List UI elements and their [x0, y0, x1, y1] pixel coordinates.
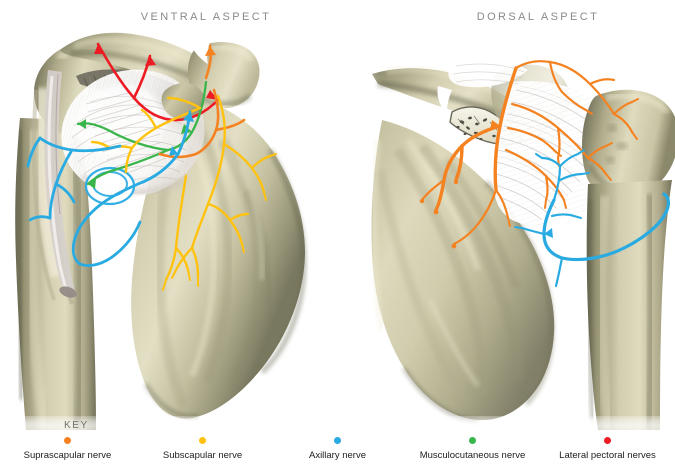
ventral-biceps-tendon	[44, 70, 77, 298]
ventral-acromioclavicular-gap	[186, 32, 212, 64]
dorsal-axillary-nerve	[542, 192, 671, 262]
subscapular-nerve-color-dot	[199, 437, 206, 444]
dorsal-panel-title: DORSAL ASPECT	[476, 11, 600, 23]
legend-item-suprascapular-nerve[interactable]: Suprascapular nerve	[0, 437, 135, 473]
subscapular-nerve-label: Subscapular nerve	[162, 450, 243, 461]
key-label: KEY	[64, 420, 89, 431]
dorsal-axillary-arrowheads	[544, 228, 553, 238]
ventral-suprascapular-arrow	[205, 46, 216, 56]
dorsal-axillary-nerve-tips	[514, 149, 590, 229]
suprascapular-nerve-label: Suprascapular nerve	[23, 450, 112, 461]
ventral-subscapular-nerve	[90, 94, 272, 282]
dorsal-panel	[338, 0, 675, 430]
dorsal-suprascapular-arrowheads	[490, 120, 500, 130]
ventral-axillary-arrow	[169, 112, 194, 156]
legend-item-subscapular-nerve[interactable]: Subscapular nerve	[135, 437, 270, 473]
dorsal-scapula-body	[370, 120, 555, 422]
legend-item-lateral-pectoral-nerves[interactable]: Lateral pectoral nerves	[540, 437, 675, 473]
lateral-pectoral-nerves-label: Lateral pectoral nerves	[559, 450, 656, 461]
ventral-axillary-nerve	[26, 110, 192, 267]
legend: Suprascapular nerve Subscapular nerve Ax…	[0, 437, 675, 473]
dorsal-humeral-shaft	[586, 180, 672, 430]
lateral-pectoral-nerves-color-dot	[604, 437, 611, 444]
ventral-panel	[0, 0, 338, 430]
legend-item-axillary-nerve[interactable]: Axillary nerve	[270, 437, 405, 473]
legend-item-musculocutaneous-nerve[interactable]: Musculocutaneous nerve	[405, 437, 540, 473]
dorsal-axillary-nerve-branches	[520, 152, 584, 288]
ventral-subscapular-nerve-terminals	[162, 153, 277, 291]
musculocutaneous-nerve-label: Musculocutaneous nerve	[419, 450, 526, 461]
dorsal-suprascapular-nerve	[434, 66, 518, 212]
ventral-panel-title: VENTRAL ASPECT	[140, 11, 272, 23]
axillary-nerve-color-dot	[334, 437, 341, 444]
musculocutaneous-nerve-color-dot	[469, 437, 476, 444]
dorsal-suprascapular-nerve-terminals	[419, 179, 459, 249]
dorsal-suprascapular-nerve-tips	[507, 98, 639, 227]
suprascapular-nerve-color-dot	[64, 437, 71, 444]
dorsal-notch	[437, 86, 452, 114]
axillary-nerve-label: Axillary nerve	[308, 450, 367, 461]
